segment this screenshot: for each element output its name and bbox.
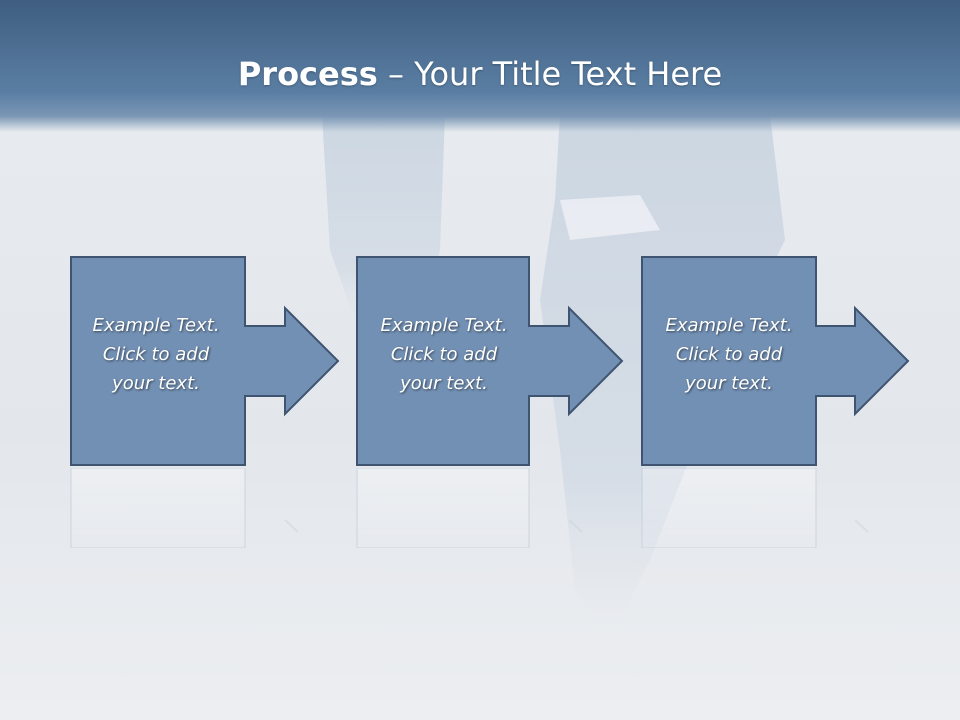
step-arrow-shape xyxy=(70,256,340,466)
step-text: Example Text. Click to add your text. xyxy=(665,315,793,394)
step-text: Example Text. Click to add your text. xyxy=(380,315,508,394)
title-bar xyxy=(0,0,960,132)
step-arrow-shape xyxy=(356,256,624,466)
title-bold: Process xyxy=(237,55,378,93)
step-text: Example Text. Click to add your text. xyxy=(92,315,220,394)
process-step-1[interactable]: Example Text. Click to add your text. xyxy=(70,256,340,466)
step-arrow-shape xyxy=(641,256,910,466)
step-reflection-3 xyxy=(641,468,869,548)
step-reflection-1 xyxy=(70,468,299,548)
process-step-2[interactable]: Example Text. Click to add your text. xyxy=(356,256,626,466)
title-rest: – Your Title Text Here xyxy=(377,55,723,93)
process-step-3[interactable]: Example Text. Click to add your text. xyxy=(641,256,911,466)
step-reflection-2 xyxy=(356,468,583,548)
slide-title[interactable]: Process – Your Title Text Here xyxy=(0,52,960,96)
